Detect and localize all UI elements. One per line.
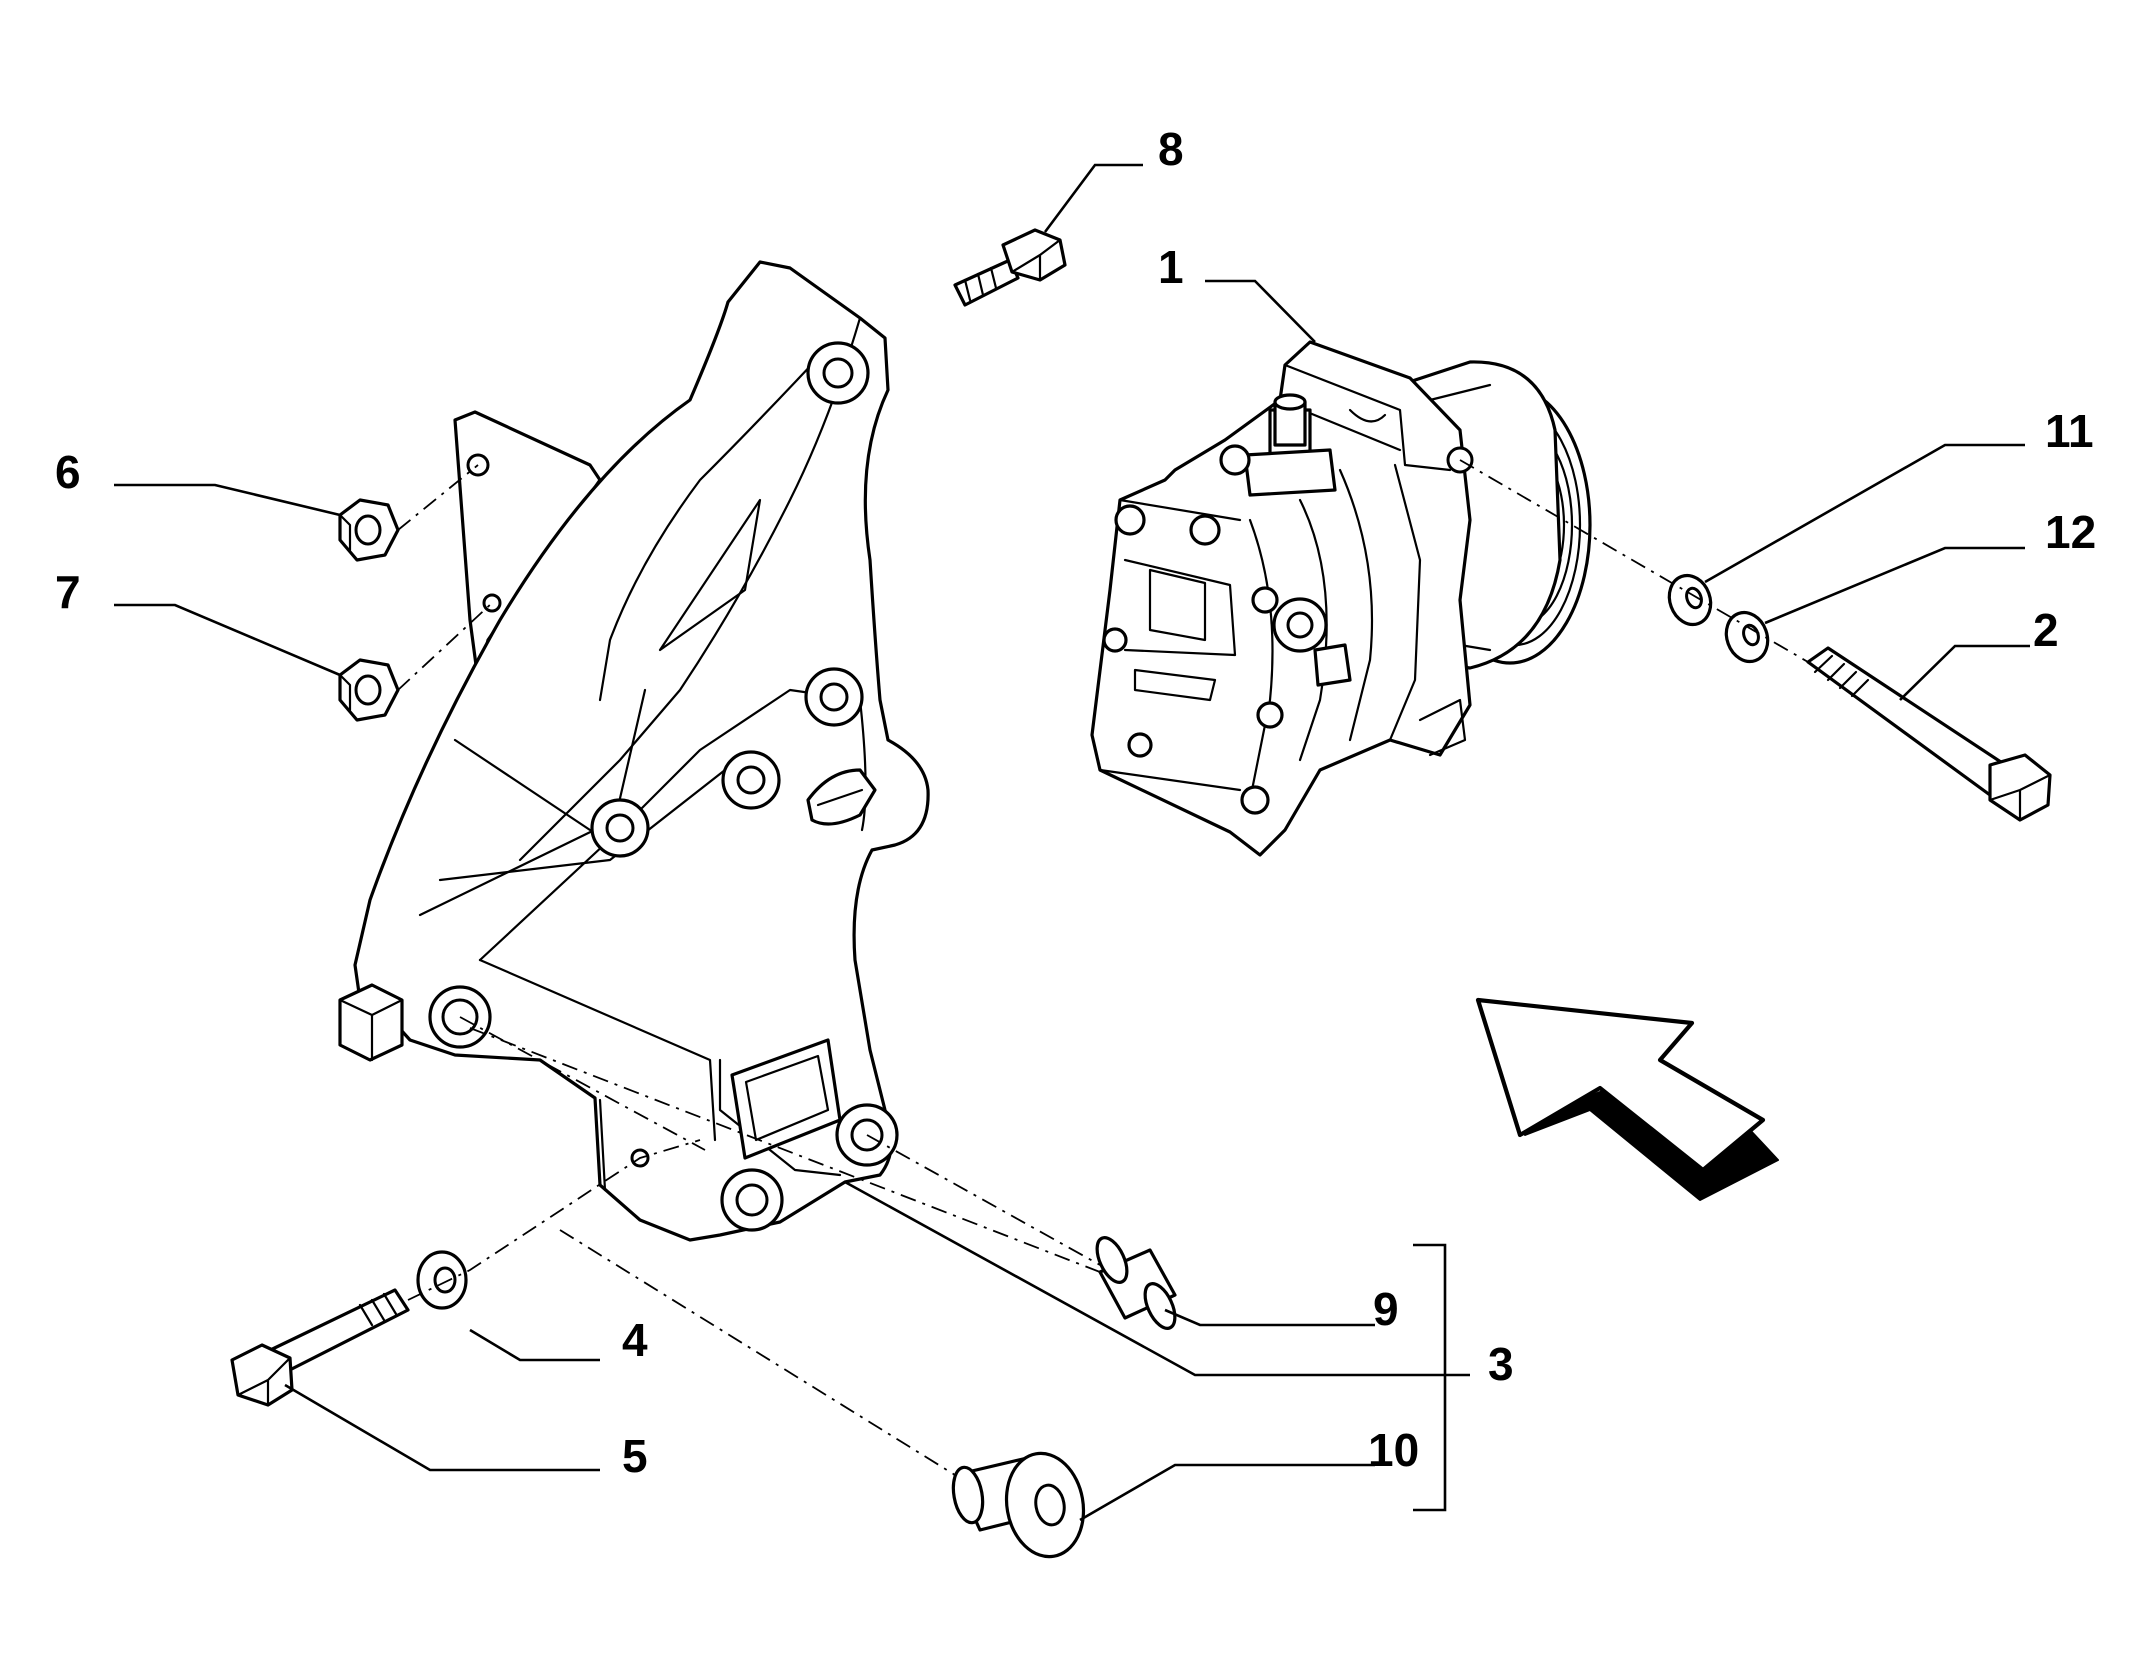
compressor-mounting-bracket <box>338 260 930 1242</box>
callout-leaders <box>114 163 2030 1522</box>
callout-10: 10 <box>1368 1424 1419 1476</box>
callout-7: 7 <box>55 566 81 618</box>
callout-5: 5 <box>622 1430 648 1482</box>
callout-3: 3 <box>1488 1338 1514 1390</box>
callout-8: 8 <box>1158 123 1184 175</box>
callout-numbers: 1 2 3 4 5 6 7 8 9 10 11 12 <box>55 123 2096 1482</box>
callout-6: 6 <box>55 446 81 498</box>
callout-9: 9 <box>1373 1283 1399 1335</box>
callout-4: 4 <box>622 1314 648 1366</box>
bushing-10 <box>951 1451 1086 1559</box>
callout-2: 2 <box>2033 604 2059 656</box>
washer-12 <box>1724 610 1770 664</box>
bolt-2 <box>1806 646 2052 822</box>
direction-arrow <box>1475 997 1779 1201</box>
callout-12: 12 <box>2045 506 2096 558</box>
bushing-9 <box>1095 1236 1177 1330</box>
bolt-5 <box>230 1288 410 1407</box>
callout-1: 1 <box>1158 241 1184 293</box>
nut-7 <box>338 658 400 722</box>
ac-compressor <box>1090 340 1592 857</box>
nut-6 <box>338 498 400 562</box>
bolt-8 <box>953 228 1067 307</box>
washer-4 <box>416 1250 468 1310</box>
assembly-axis-lines <box>397 459 1809 1476</box>
callout-11: 11 <box>2045 405 2094 457</box>
